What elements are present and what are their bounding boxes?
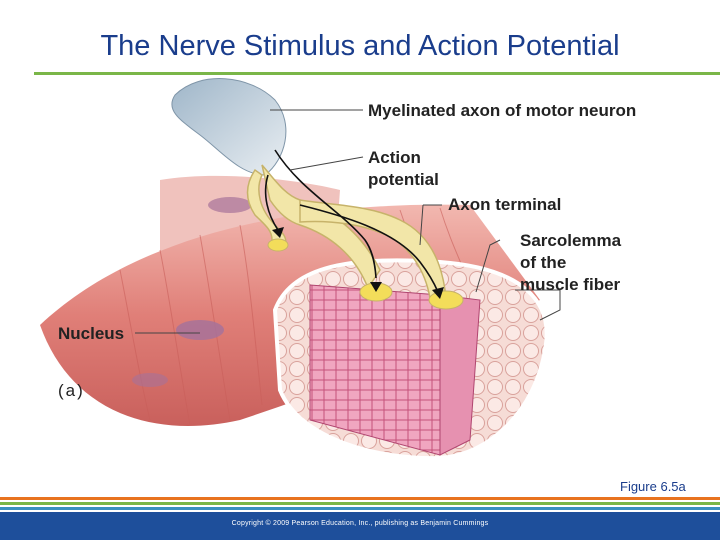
nucleus-blob <box>208 197 252 213</box>
label-sarcolemma-line1: Sarcolemma <box>520 231 622 250</box>
leader-line <box>419 204 424 246</box>
axon-branch <box>299 199 446 300</box>
axon-branch <box>261 164 381 290</box>
label-panel-a: (a) <box>58 381 85 400</box>
label-action-potential-line2: potential <box>368 170 439 189</box>
action-potential-arrow <box>274 149 377 279</box>
axon-terminal-knob <box>267 238 289 252</box>
label-myelinated-axon: Myelinated axon of motor neuron <box>368 101 637 120</box>
nucleus-blob <box>176 320 224 340</box>
figure-label: Figure 6.5a <box>620 479 686 494</box>
leader-line <box>515 289 561 321</box>
label-sarcolemma-line2: of the <box>520 253 567 272</box>
leader-line <box>475 239 501 293</box>
leader-line <box>289 156 364 171</box>
footer-stripes <box>0 497 720 512</box>
axon-terminal-knob <box>428 290 464 310</box>
title-underline <box>34 72 720 75</box>
label-action-potential-line1: Action <box>368 148 421 167</box>
action-potential-arrow <box>264 174 279 231</box>
label-nucleus: Nucleus <box>58 324 125 343</box>
nucleus-blob <box>132 373 168 387</box>
footer-bar <box>0 512 720 540</box>
slide-title: The Nerve Stimulus and Action Potential <box>100 30 620 62</box>
action-potential-arrow <box>299 204 439 293</box>
myelinated-axon <box>171 78 287 176</box>
copyright-text: Copyright © 2009 Pearson Education, Inc.… <box>231 520 489 527</box>
label-sarcolemma-line3: muscle fiber <box>520 275 621 294</box>
label-axon-terminal: Axon terminal <box>448 195 562 214</box>
